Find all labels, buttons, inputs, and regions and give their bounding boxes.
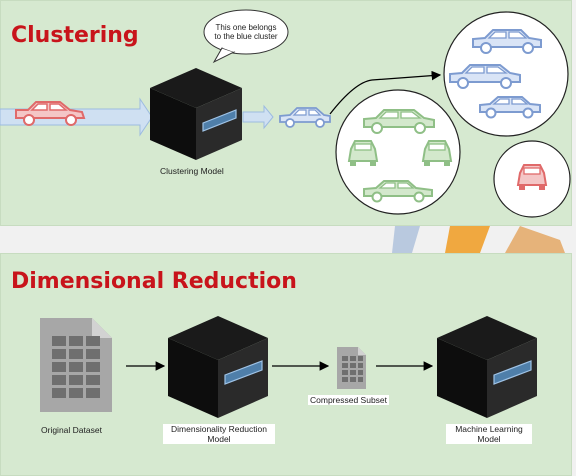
ml-model-label-line1: Machine Learning	[455, 424, 523, 434]
assignment-arrow	[329, 70, 442, 115]
green-cluster-car-2	[363, 180, 433, 203]
speech-line-2: to the blue cluster	[214, 32, 278, 41]
reduction-title: Dimensional Reduction	[11, 269, 297, 294]
speech-bubble	[203, 9, 289, 64]
clustering-title: Clustering	[11, 23, 139, 48]
green-cluster	[335, 89, 461, 215]
compressed-subset-label: Compressed Subset	[308, 395, 390, 405]
blue-cluster-car-3	[479, 96, 541, 119]
output-flow-arrow	[242, 104, 274, 130]
ml-model-label: Machine Learning Model	[446, 424, 532, 444]
red-cluster	[493, 140, 571, 218]
original-dataset-icon	[40, 318, 112, 412]
speech-bubble-text: This one belongs to the blue cluster	[207, 23, 285, 41]
compressed-subset-icon	[337, 347, 366, 389]
green-cluster-car-1	[363, 109, 435, 134]
green-cluster-car-front-1	[347, 140, 379, 166]
original-dataset-label: Original Dataset	[41, 425, 102, 435]
incoming-red-car	[15, 101, 86, 126]
reduction-model-label-line2: Model	[207, 434, 231, 444]
clustering-model-cube	[150, 68, 242, 160]
blue-cluster-car-2	[449, 64, 521, 89]
ml-model-label-line2: Model	[477, 434, 501, 444]
green-cluster-car-front-2	[421, 140, 453, 166]
reduction-model-label: Dimensionality Reduction Model	[163, 424, 275, 444]
blue-cluster-car-1	[472, 29, 542, 54]
blue-cluster	[443, 11, 569, 137]
reduction-model-cube	[168, 316, 268, 418]
red-cluster-car-front	[516, 164, 548, 190]
clustering-model-label: Clustering Model	[160, 166, 224, 176]
reduction-model-label-line1: Dimensionality Reduction	[171, 424, 267, 434]
classified-blue-car	[279, 107, 331, 128]
ml-model-cube	[437, 316, 537, 418]
speech-line-1: This one belongs	[215, 23, 277, 32]
